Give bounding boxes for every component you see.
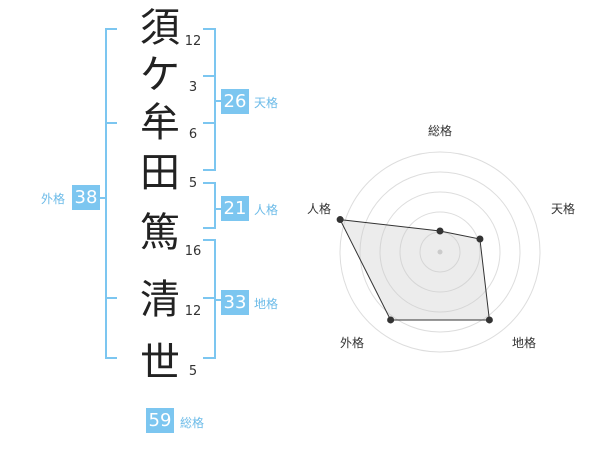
name-char-7: 世 bbox=[140, 340, 180, 386]
stroke-count-7: 5 bbox=[188, 364, 198, 379]
radar-polygon bbox=[339, 218, 490, 321]
radar-grid-ring-5 bbox=[339, 151, 541, 353]
stroke-count-2: 3 bbox=[188, 80, 198, 95]
name-char-2: ケ bbox=[140, 52, 180, 98]
radar-point-4 bbox=[387, 316, 395, 324]
gaikaku-value: 38 bbox=[72, 185, 100, 210]
name-char-3: 牟 bbox=[140, 100, 180, 146]
radar-grid-ring-4 bbox=[359, 171, 521, 333]
name-char-4: 田 bbox=[140, 150, 180, 196]
tenkaku-label: 天格 bbox=[254, 96, 279, 110]
chikaku-label: 地格 bbox=[254, 297, 279, 311]
soukaku-label: 総格 bbox=[180, 416, 205, 430]
name-char-1: 須 bbox=[140, 5, 180, 51]
gaikaku-label: 外格 bbox=[41, 192, 66, 206]
radar-chart bbox=[336, 151, 541, 353]
radar-point-5 bbox=[336, 216, 344, 224]
jinkaku-bracket bbox=[203, 182, 216, 229]
jinkaku-label: 人格 bbox=[254, 203, 279, 217]
stroke-count-6: 12 bbox=[184, 304, 202, 319]
radar-grid-ring-3 bbox=[379, 191, 501, 313]
radar-point-3 bbox=[485, 316, 493, 324]
name-char-5: 篤 bbox=[140, 210, 180, 256]
chikaku-value: 33 bbox=[221, 290, 249, 315]
radar-point-2 bbox=[476, 235, 484, 243]
radar-label-jinkaku: 人格 bbox=[306, 202, 331, 216]
soukaku-value: 59 bbox=[146, 408, 174, 433]
radar-point-1 bbox=[436, 227, 444, 235]
stroke-count-3: 6 bbox=[188, 127, 198, 142]
tenkaku-bracket bbox=[203, 28, 216, 171]
stroke-count-4: 5 bbox=[188, 176, 198, 191]
radar-center-dot bbox=[437, 249, 443, 255]
radar-label-soukaku: 総格 bbox=[427, 124, 452, 138]
gaikaku-bracket bbox=[105, 28, 117, 359]
radar-label-tenkaku: 天格 bbox=[550, 202, 575, 216]
radar-grid-ring-2 bbox=[399, 211, 481, 293]
radar-label-gaikaku: 外格 bbox=[339, 336, 364, 350]
tenkaku-value: 26 bbox=[221, 89, 249, 114]
radar-label-chikaku: 地格 bbox=[511, 336, 536, 350]
stroke-count-1: 12 bbox=[184, 34, 202, 49]
jinkaku-value: 21 bbox=[221, 196, 249, 221]
name-char-6: 清 bbox=[140, 277, 180, 323]
stroke-count-5: 16 bbox=[184, 244, 202, 259]
